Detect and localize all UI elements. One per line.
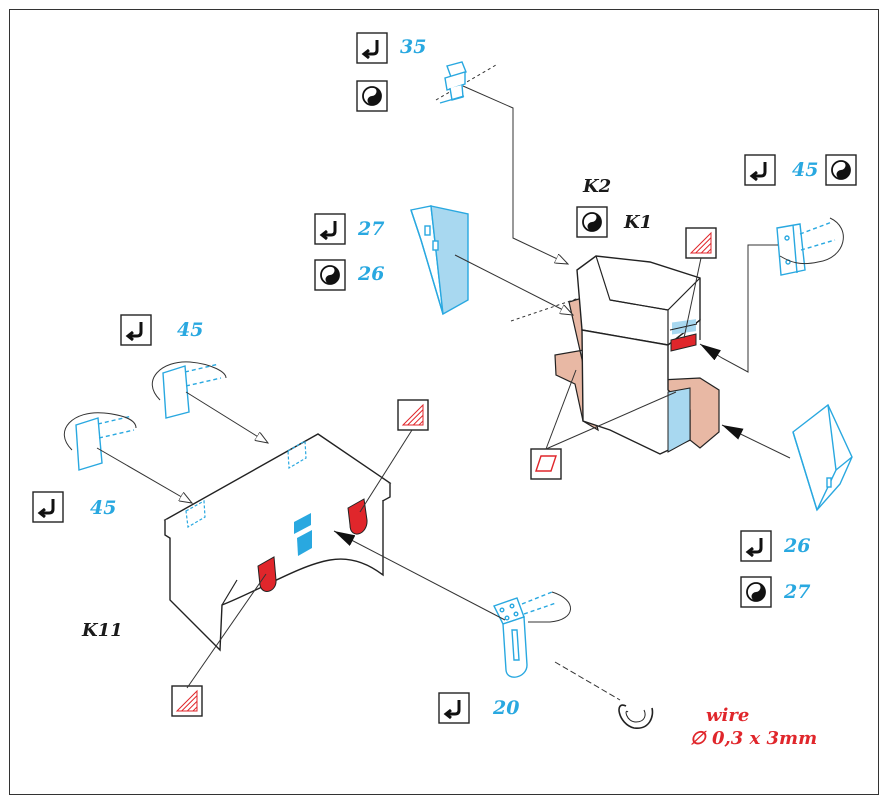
fold-icon <box>739 529 773 563</box>
half-fill-icon <box>825 154 857 186</box>
part-code-k2: K2 <box>583 176 612 197</box>
step-number-45-mid: 45 <box>177 319 204 341</box>
glue-hatch-icon <box>397 399 429 431</box>
step-number-27-right: 27 <box>784 581 811 603</box>
fold-icon <box>119 313 153 347</box>
resin-block-k1 <box>554 255 720 455</box>
wire-label: wire <box>706 705 750 726</box>
glue-hatch-icon <box>171 685 203 717</box>
part-code-k1: K1 <box>624 212 653 233</box>
wedge-part-left <box>410 205 469 316</box>
box-k11 <box>163 433 392 652</box>
step-number-26-right: 26 <box>784 535 811 557</box>
step-number-35: 35 <box>400 36 427 58</box>
part-code-k11: K11 <box>82 620 123 641</box>
paint-area-icon <box>530 448 562 480</box>
step-number-26-left: 26 <box>358 263 385 285</box>
fold-icon <box>437 691 471 725</box>
fold-icon <box>355 31 389 65</box>
etched-part-35 <box>435 61 497 104</box>
wire-size-label: ∅ 0,3 x 3mm <box>690 728 818 749</box>
fold-icon <box>313 212 347 246</box>
step-number-27-left: 27 <box>358 218 385 240</box>
hinge-part-45-right <box>776 217 844 276</box>
half-fill-icon <box>314 259 346 291</box>
glue-hatch-icon <box>685 227 717 259</box>
wire-hook <box>554 661 654 729</box>
wedge-part-right <box>792 403 853 512</box>
fold-icon <box>743 153 777 187</box>
sheet-frame <box>9 9 879 795</box>
half-fill-icon <box>576 206 608 238</box>
hinge-part-45-lower <box>63 412 137 471</box>
half-fill-icon <box>356 80 388 112</box>
latch-part-20 <box>493 591 571 678</box>
half-fill-icon <box>740 576 772 608</box>
step-number-20: 20 <box>493 697 520 719</box>
hinge-part-45-upper <box>151 361 227 419</box>
step-number-45-top: 45 <box>792 159 819 181</box>
step-number-45-low: 45 <box>90 497 117 519</box>
fold-icon <box>31 490 65 524</box>
